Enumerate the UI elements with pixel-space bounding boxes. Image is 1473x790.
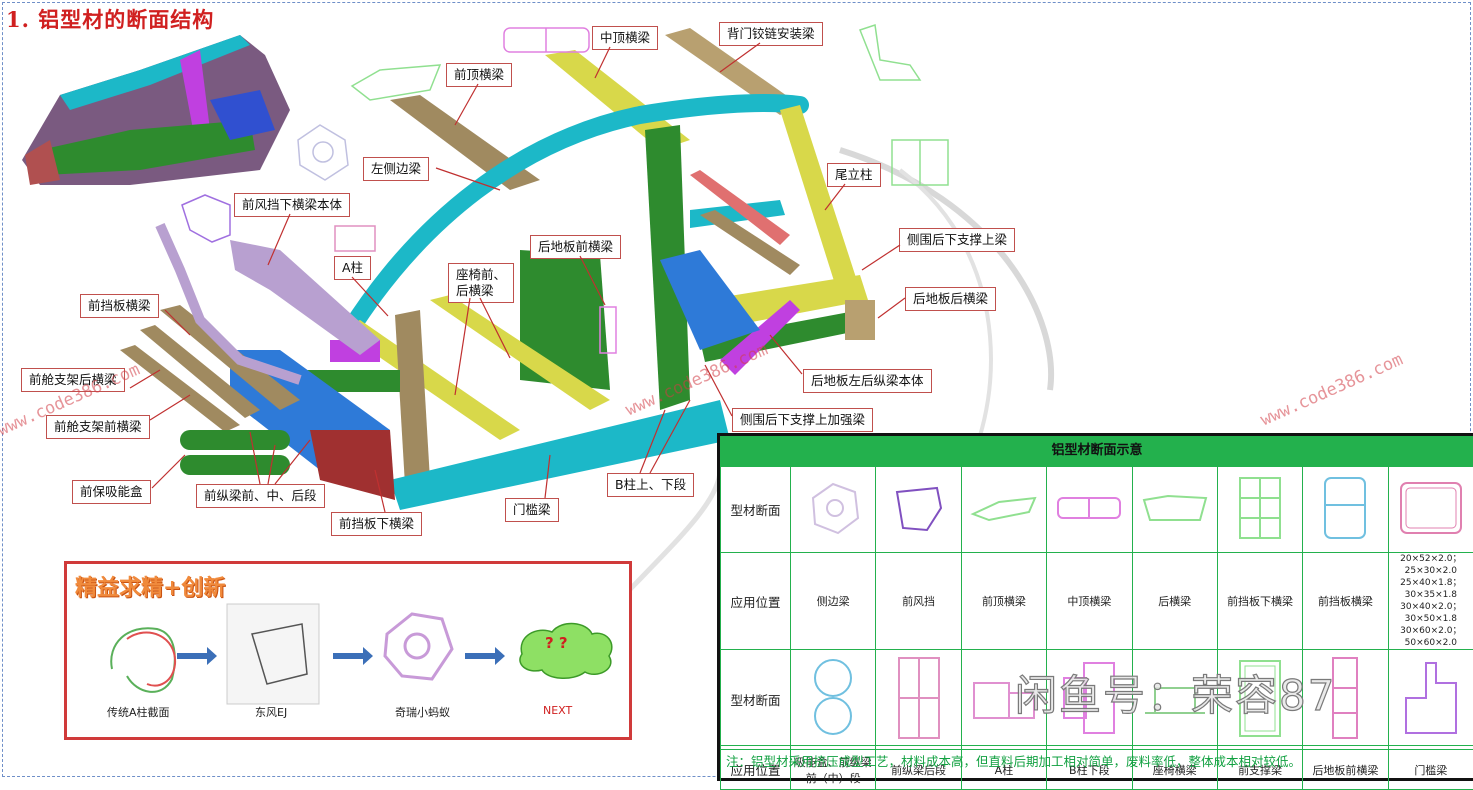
callout-a-pillar: A柱 bbox=[334, 256, 371, 280]
section-cell bbox=[961, 467, 1046, 553]
caption-dongfeng: 东风EJ bbox=[255, 704, 287, 720]
callout-rear-floor-front-beam: 后地板前横梁 bbox=[530, 235, 621, 259]
section-cell bbox=[791, 467, 876, 553]
position-cell: 前顶横梁 bbox=[961, 553, 1046, 650]
caption-chery: 奇瑞小蚂蚁 bbox=[395, 704, 450, 720]
callout-front-bulkhead-lower: 前挡板下横梁 bbox=[331, 512, 422, 536]
row-label: 型材断面 bbox=[721, 650, 791, 750]
section-grid: 型材断面 应用位置 侧边梁 前风挡 前顶横梁 中顶横梁 后横梁 前挡板下横梁 前… bbox=[720, 466, 1473, 790]
dimensions-cell: 20×52×2.0；25×30×2.0 25×40×1.8；30×35×1.8 … bbox=[1388, 553, 1473, 650]
car-thumbnail bbox=[22, 35, 290, 185]
crash-box-lower bbox=[180, 455, 290, 475]
callout-left-side-rail: 左侧边梁 bbox=[363, 157, 429, 181]
watermark-xianyu: 闲鱼号：荣容87 bbox=[1015, 662, 1336, 723]
callout-side-rear-support-reinforce: 侧围后下支撑上加强梁 bbox=[732, 408, 873, 432]
caption-next: NEXT bbox=[543, 704, 572, 717]
callout-windshield-lower-beam: 前风挡下横梁本体 bbox=[234, 193, 350, 217]
callout-middle-roof-beam: 中顶横梁 bbox=[592, 26, 658, 50]
position-cell: 前挡板横梁 bbox=[1303, 553, 1388, 650]
table-note: 注：铝型材采用挤压成型工艺，材料成本高，但直料后期加工相对简单，废料率低，整体成… bbox=[720, 745, 1473, 778]
callout-rear-floor-rear-beam: 后地板后横梁 bbox=[905, 287, 996, 311]
arrow-icon bbox=[177, 647, 217, 665]
innovation-panel: 精益求精+创新 ? ? 传统A柱截面 东风EJ 奇瑞小蚂蚁 NEXT bbox=[64, 561, 632, 740]
callout-front-bulkhead-beam: 前挡板横梁 bbox=[80, 294, 159, 318]
section-cell bbox=[1132, 467, 1217, 553]
table-row: 应用位置 侧边梁 前风挡 前顶横梁 中顶横梁 后横梁 前挡板下横梁 前挡板横梁 … bbox=[721, 553, 1473, 650]
section-cell bbox=[1047, 467, 1132, 553]
arrow-icon bbox=[333, 647, 373, 665]
position-cell: 后横梁 bbox=[1132, 553, 1217, 650]
caption-traditional: 传统A柱截面 bbox=[107, 704, 170, 720]
arrow-icon bbox=[465, 647, 505, 665]
crash-box-upper bbox=[180, 430, 290, 450]
section-table: 铝型材断面示意 型材断面 应用位置 侧边梁 前风挡 前顶横梁 中顶横梁 后横梁 … bbox=[717, 433, 1473, 781]
position-cell: 前挡板下横梁 bbox=[1217, 553, 1302, 650]
position-cell: 中顶横梁 bbox=[1047, 553, 1132, 650]
callout-rear-floor-longitudinal: 后地板左后纵梁本体 bbox=[803, 369, 932, 393]
position-cell: 侧边梁 bbox=[791, 553, 876, 650]
callout-sill-beam: 门槛梁 bbox=[505, 498, 559, 522]
callout-b-pillar: B柱上、下段 bbox=[607, 473, 694, 497]
callout-front-roof-beam: 前顶横梁 bbox=[446, 63, 512, 87]
table-title: 铝型材断面示意 bbox=[720, 436, 1473, 466]
position-cell: 前风挡 bbox=[876, 553, 961, 650]
section-cell bbox=[876, 467, 961, 553]
callout-front-bay-front-beam: 前舱支架前横梁 bbox=[46, 415, 150, 439]
section-cell bbox=[1388, 467, 1473, 553]
section-cell bbox=[876, 650, 961, 750]
callout-tailgate-hinge-beam: 背门铰链安装梁 bbox=[719, 22, 823, 46]
row-label: 应用位置 bbox=[721, 553, 791, 650]
rear-end-block bbox=[845, 300, 875, 340]
callout-front-longitudinal: 前纵梁前、中、后段 bbox=[196, 484, 325, 508]
callout-front-crash-box: 前保吸能盒 bbox=[72, 480, 151, 504]
callout-side-rear-support-upper: 侧围后下支撑上梁 bbox=[899, 228, 1015, 252]
section-cell bbox=[791, 650, 876, 750]
table-row: 型材断面 bbox=[721, 467, 1473, 553]
page-title: 1. 铝型材的断面结构 bbox=[6, 4, 214, 34]
callout-rear-pillar: 尾立柱 bbox=[827, 163, 881, 187]
section-cell bbox=[1217, 467, 1302, 553]
row-label: 型材断面 bbox=[721, 467, 791, 553]
section-cell bbox=[1388, 650, 1473, 750]
callout-seat-beams: 座椅前、 后横梁 bbox=[448, 263, 514, 303]
section-cell bbox=[1303, 467, 1388, 553]
chery-ant-section bbox=[385, 614, 452, 679]
next-bubble-text: ? ? bbox=[545, 634, 568, 652]
a-pillar bbox=[395, 310, 430, 485]
